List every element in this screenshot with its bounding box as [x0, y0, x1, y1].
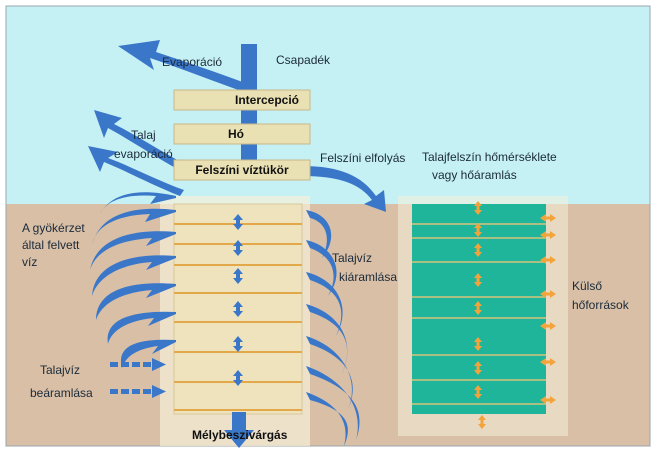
surface-water-label: Felszíni víztükör — [176, 161, 308, 179]
deep-percolation-label: Mélybeszivárgás — [192, 428, 287, 442]
groundwater-outflow-label-line1: Talajvíz — [332, 251, 372, 265]
external-heat-label-line1: Külső — [572, 279, 602, 293]
evaporation-label: Evaporáció — [162, 55, 222, 69]
precipitation-label: Csapadék — [276, 53, 330, 67]
groundwater-inflow-label-line2: beáramlása — [30, 386, 93, 400]
interception-label: Intercepció — [212, 91, 322, 109]
soil-evaporation-label-line2: evaporáció — [114, 147, 173, 161]
surface-temperature-label-line2: vagy hőáramlás — [432, 168, 517, 182]
root-uptake-label-line2: által felvett — [22, 238, 79, 252]
surface-runoff-label: Felszíni elfolyás — [320, 151, 405, 165]
soil-evaporation-label-line1: Talaj — [131, 128, 156, 142]
surface-temperature-label-line1: Talajfelszín hőmérséklete — [422, 150, 557, 164]
groundwater-outflow-label-line2: kiáramlása — [339, 270, 397, 284]
external-heat-label-line2: hőforrások — [572, 298, 629, 312]
root-uptake-label-line3: víz — [22, 255, 37, 269]
root-uptake-label-line1: A gyökérzet — [22, 221, 85, 235]
groundwater-inflow-label-line1: Talajvíz — [40, 363, 80, 377]
snow-label: Hó — [212, 125, 260, 143]
